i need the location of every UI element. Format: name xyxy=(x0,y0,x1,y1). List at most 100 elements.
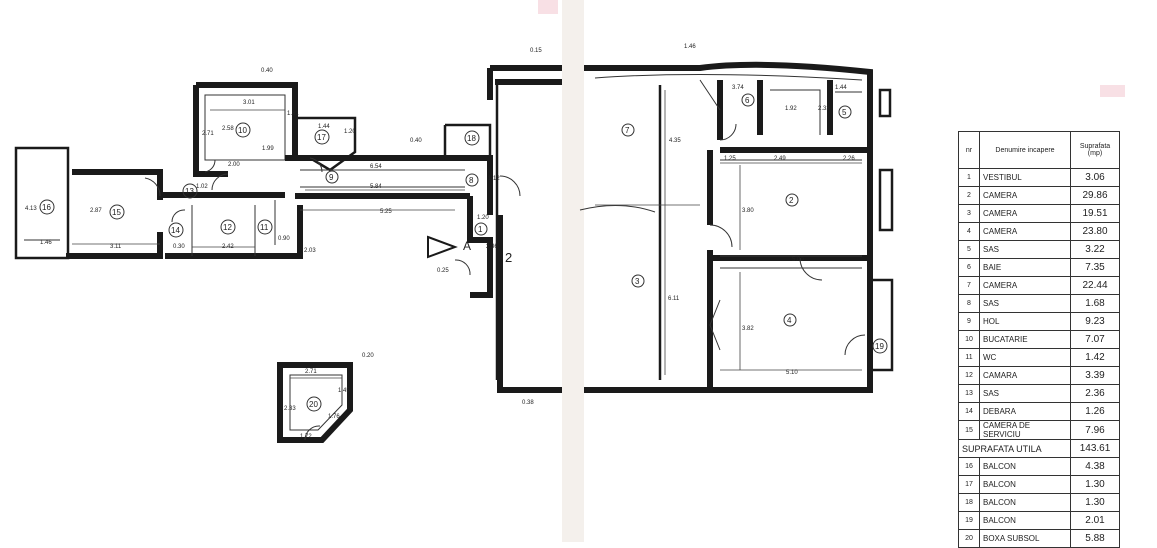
legend-cell-area: 1.26 xyxy=(1070,402,1120,421)
room-number-2: 2 xyxy=(789,196,794,205)
dim-label: 1.76 xyxy=(328,414,340,420)
legend-cell-name: WC xyxy=(979,348,1071,367)
legend-header-nr: nr xyxy=(958,131,980,169)
dim-label: 5.25 xyxy=(380,209,392,215)
dim-label: 0.20 xyxy=(362,353,374,359)
dim-label: 1.20 xyxy=(344,129,356,135)
legend-cell-name: VESTIBUL xyxy=(979,168,1071,187)
legend-cell-area: 29.86 xyxy=(1070,186,1120,205)
entry-mark-a: A xyxy=(463,239,471,253)
dim-label: 6.11 xyxy=(668,296,680,302)
basement-storage xyxy=(277,362,353,443)
room-number-17: 17 xyxy=(317,133,326,142)
room-number-4: 4 xyxy=(787,316,792,325)
legend-cell-name: SAS xyxy=(979,384,1071,403)
legend-header-row: nr Denumire incapere Suprafata (mp) xyxy=(958,131,1120,169)
dim-label: 2.03 xyxy=(304,248,316,254)
legend-cell-name: CAMERA xyxy=(979,204,1071,223)
usable-area-label: SUPRAFATA UTILA xyxy=(958,439,1071,458)
dim-label: 0.40 xyxy=(261,68,273,74)
legend-cell-name: BALCON xyxy=(979,511,1071,530)
room-number-10: 10 xyxy=(238,126,247,135)
legend-cell-nr: 11 xyxy=(958,348,980,367)
room-number-18: 18 xyxy=(467,134,476,143)
room-number-15: 15 xyxy=(112,208,121,217)
legend-cell-nr: 9 xyxy=(958,312,980,331)
legend-cell-area: 19.51 xyxy=(1070,204,1120,223)
legend-cell-name: CAMERA xyxy=(979,276,1071,295)
legend-cell-name: DEBARA xyxy=(979,402,1071,421)
dim-label: 3.01 xyxy=(243,100,255,106)
legend-cell-area: 1.30 xyxy=(1070,475,1120,494)
room-number-12: 12 xyxy=(223,223,232,232)
dim-label: 2.87 xyxy=(90,208,102,214)
dim-label: 1.20 xyxy=(477,215,489,221)
dim-label: 3.11 xyxy=(110,244,122,250)
room-number-6: 6 xyxy=(745,96,750,105)
legend-cell-nr: 1 xyxy=(958,168,980,187)
dim-label: 2.71 xyxy=(305,369,317,375)
room-markers: 1 2 3 4 5 6 7 8 9 10 11 12 13 14 15 16 1… xyxy=(39,93,888,412)
dim-label: 4.35 xyxy=(669,138,681,144)
legend-cell-area: 7.35 xyxy=(1070,258,1120,277)
legend-cell-nr: 20 xyxy=(958,529,980,548)
legend-cell-area: 3.06 xyxy=(1070,168,1120,187)
dim-label: 1.46 xyxy=(684,44,696,50)
dim-label: 0.38 xyxy=(522,400,534,406)
legend-cell-area: 2.36 xyxy=(1070,384,1120,403)
dim-label: 1.46 xyxy=(40,240,52,246)
legend-header-area: Suprafata (mp) xyxy=(1070,131,1120,169)
legend-cell-area: 1.42 xyxy=(1070,348,1120,367)
room-number-19: 19 xyxy=(875,342,884,351)
legend-cell-nr: 14 xyxy=(958,402,980,421)
dim-label: 2.26 xyxy=(843,156,855,162)
paper-tint xyxy=(538,0,558,14)
dim-label: 2.42 xyxy=(222,244,234,250)
dimension-lines xyxy=(72,90,862,379)
dim-label: 6.54 xyxy=(370,164,382,170)
dim-label: 1.44 xyxy=(835,85,847,91)
legend-header-name: Denumire incapere xyxy=(979,131,1071,169)
dim-label: 2.58 xyxy=(222,126,234,132)
legend-cell-area: 3.39 xyxy=(1070,366,1120,385)
legend-cell-nr: 6 xyxy=(958,258,980,277)
dim-label: 1.72 xyxy=(300,434,312,440)
room-number-3: 3 xyxy=(635,277,640,286)
legend-cell-nr: 10 xyxy=(958,330,980,349)
dim-label: 1.25 xyxy=(724,156,736,162)
left-wing xyxy=(14,82,521,260)
dim-label: 1.99 xyxy=(262,146,274,152)
dim-label: 0.30 xyxy=(173,244,185,250)
dim-label: 2.33 xyxy=(284,406,296,412)
legend-cell-area: 2.01 xyxy=(1070,511,1120,530)
dim-label: 0.15 xyxy=(530,48,542,54)
dim-label: 3.74 xyxy=(732,85,744,91)
room-number-8: 8 xyxy=(469,176,474,185)
room-number-14: 14 xyxy=(171,226,180,235)
legend-cell-area: 3.22 xyxy=(1070,240,1120,259)
dim-label: 4.13 xyxy=(25,206,37,212)
legend-cell-name: BALCON xyxy=(979,475,1071,494)
legend-cell-name: BUCATARIE xyxy=(979,330,1071,349)
legend-cell-area: 4.38 xyxy=(1070,457,1120,476)
dim-label: 5.00 xyxy=(792,257,804,263)
legend-cell-name: SAS xyxy=(979,240,1071,259)
right-wing xyxy=(579,61,894,393)
dim-label: 1.45 xyxy=(338,388,350,394)
legend-cell-nr: 4 xyxy=(958,222,980,241)
dim-label: 0.25 xyxy=(437,268,449,274)
